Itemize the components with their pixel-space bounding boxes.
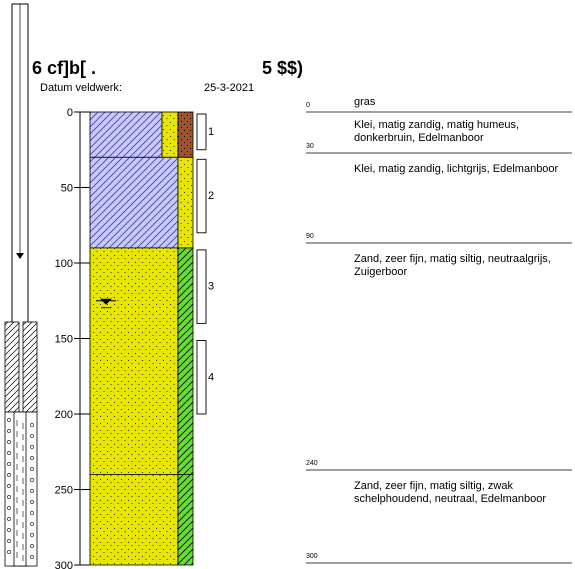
gravel-mark [30, 555, 34, 559]
depth-tick-label: 250 [55, 485, 73, 497]
gravel-mark [30, 544, 34, 548]
gravel-mark [30, 434, 34, 438]
gravel-mark [7, 484, 11, 488]
depth-tick-label: 100 [55, 258, 73, 270]
description-depth-label: 90 [306, 233, 314, 240]
gravel-mark [30, 500, 34, 504]
gravel-mark [30, 456, 34, 460]
gravel-mark [7, 462, 11, 466]
layer-main-fill [89, 247, 179, 475]
depth-tick-label: 150 [55, 334, 73, 346]
layer-sub-fill [177, 156, 194, 249]
description-text: Zand, zeer fijn, matig siltig, neutraalg… [354, 253, 551, 278]
soil-column [89, 111, 194, 566]
gravel-mark [7, 418, 11, 422]
depth-tick-label: 300 [55, 560, 73, 569]
layer-silt-fill [177, 247, 194, 475]
layer-main-fill [89, 473, 179, 566]
gravel-mark [7, 506, 11, 510]
well-screen [13, 411, 27, 567]
well-seal-right [22, 321, 38, 413]
description-text: Klei, matig zandig, lichtgrijs, Edelmanb… [354, 163, 559, 175]
soil-layer [89, 473, 194, 566]
well-diagram [4, 3, 38, 567]
soil-layer [89, 247, 194, 475]
groundwater-symbol [96, 298, 116, 309]
gravel-mark [7, 528, 11, 532]
gravel-mark [7, 429, 11, 433]
layer-main-fill [89, 156, 179, 249]
well-water-level-marker [16, 253, 24, 259]
date-value: 25-3-2021 [204, 82, 255, 94]
description-text: Klei, matig zandig, matig humeus, donker… [354, 119, 520, 144]
description-depth-label: 240 [306, 460, 318, 467]
sample-box [196, 158, 207, 234]
gw-triangle [100, 298, 112, 305]
description-text: gras [354, 96, 376, 108]
gravel-mark [7, 539, 11, 543]
sample-box [196, 249, 207, 324]
sample-box [196, 113, 207, 151]
gravel-mark [30, 511, 34, 515]
layer-sub-fill [161, 111, 179, 158]
sample-label: 1 [208, 126, 214, 138]
well-filter-marks [7, 418, 34, 561]
sample-label: 3 [208, 281, 214, 293]
description-depth-label: 0 [306, 102, 310, 109]
gravel-mark [7, 440, 11, 444]
layer-main-fill [89, 111, 163, 158]
date-label: Datum veldwerk: [40, 82, 122, 94]
layer-humus-fill [177, 111, 194, 158]
gravel-mark [30, 489, 34, 493]
borehole-code-right: 5 $$) [262, 58, 304, 78]
gravel-mark [7, 495, 11, 499]
well-seal-left [4, 321, 20, 413]
depth-axis: 0 50 100 150 200 250 300 [55, 107, 90, 569]
gravel-mark [30, 478, 34, 482]
soil-layer [89, 156, 194, 249]
description-separators [306, 111, 572, 564]
soil-layer [89, 111, 194, 158]
sample-intervals: 1 2 3 4 [196, 113, 214, 415]
depth-tick-label: 50 [61, 183, 73, 195]
description-depth-label: 30 [306, 143, 314, 150]
gravel-mark [30, 423, 34, 427]
sample-label: 2 [208, 190, 214, 202]
gravel-mark [30, 445, 34, 449]
depth-tick-label: 0 [67, 107, 73, 119]
gravel-mark [30, 522, 34, 526]
sample-box [196, 340, 207, 415]
description-text: Zand, zeer fijn, matig siltig, zwak sche… [354, 480, 547, 505]
gravel-mark [30, 533, 34, 537]
depth-tick-label: 200 [55, 409, 73, 421]
gravel-mark [7, 517, 11, 521]
gravel-mark [7, 473, 11, 477]
layer-silt-fill [177, 473, 194, 566]
sample-label: 4 [208, 371, 214, 383]
borehole-code-left: 6 cf]b[ . [32, 58, 97, 78]
description-depth-label: 300 [306, 553, 318, 560]
gravel-mark [7, 550, 11, 554]
gravel-mark [30, 467, 34, 471]
gravel-mark [7, 451, 11, 455]
